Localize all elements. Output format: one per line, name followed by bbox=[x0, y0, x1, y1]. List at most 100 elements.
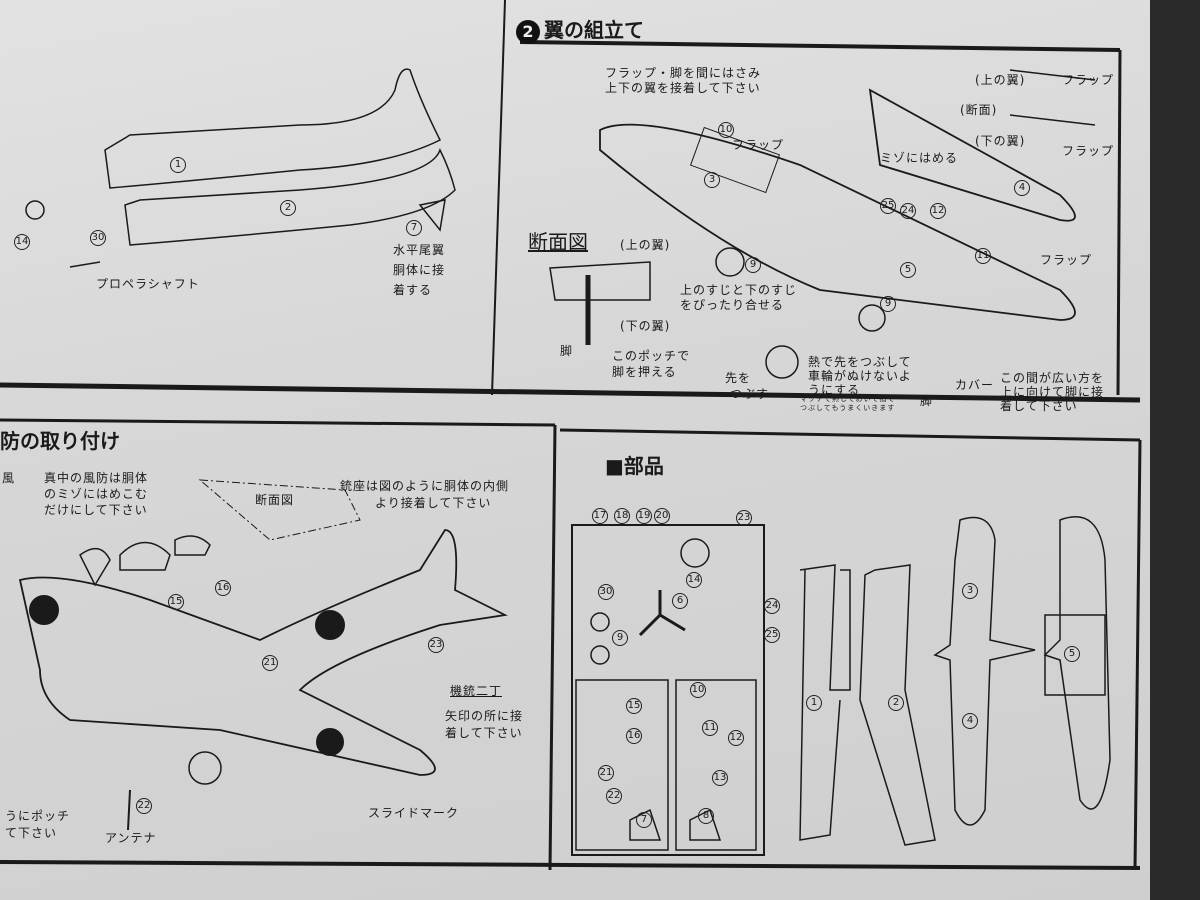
match-note: つぶしてもうまくいきます bbox=[800, 404, 896, 412]
tailplane-label: 水平尾翼 bbox=[393, 243, 446, 257]
leg-label: 脚 bbox=[560, 344, 574, 358]
section-view-title: 断面図 bbox=[528, 230, 588, 254]
part-number: 5 bbox=[1064, 646, 1080, 662]
instruction-sheet bbox=[0, 0, 1150, 900]
canopy-note: のミゾにはめこむ bbox=[44, 487, 149, 501]
part-number: 12 bbox=[728, 730, 744, 746]
step-title: 翼の組立て bbox=[544, 18, 644, 42]
leg-label: 脚 bbox=[920, 394, 934, 408]
part-number: 1 bbox=[806, 695, 822, 711]
part-number: 14 bbox=[14, 234, 30, 250]
tailplane-note: 胴体に接 bbox=[393, 263, 446, 277]
instruction-note: 上下の翼を接着して下さい bbox=[605, 81, 761, 95]
upper-wing-label: (上の翼) bbox=[975, 73, 1026, 87]
part-number: 25 bbox=[764, 627, 780, 643]
flap-label: フラップ bbox=[1062, 144, 1115, 158]
bump-note: て下さい bbox=[5, 826, 58, 840]
part-number: 4 bbox=[1014, 180, 1030, 196]
part-number: 25 bbox=[880, 198, 896, 214]
flap-label: フラップ bbox=[732, 138, 785, 152]
part-number: 2 bbox=[280, 200, 296, 216]
flap-label: フラップ bbox=[1040, 253, 1093, 267]
part-number: 15 bbox=[168, 594, 184, 610]
part-number: 21 bbox=[262, 655, 278, 671]
machine-gun-note: 矢印の所に接 bbox=[445, 709, 524, 723]
part-number: 30 bbox=[90, 230, 106, 246]
step-number-badge: 2 bbox=[516, 20, 540, 44]
align-note: 上のすじと下のすじ bbox=[680, 283, 798, 297]
gun-mount-note: 銃座は図のように胴体の内側 bbox=[340, 479, 510, 493]
flap-label: フラップ bbox=[1062, 73, 1115, 87]
wide-note: 着して下さい bbox=[1000, 399, 1078, 413]
groove-label: ミゾにはめる bbox=[880, 151, 959, 165]
crush-note: 先を bbox=[725, 371, 752, 385]
part-number: 12 bbox=[930, 203, 946, 219]
align-note: をぴったり合せる bbox=[680, 298, 785, 312]
part-number: 24 bbox=[900, 203, 916, 219]
part-number: 14 bbox=[686, 572, 702, 588]
bump-note: 脚を押える bbox=[612, 365, 677, 379]
part-number: 1 bbox=[170, 157, 186, 173]
part-number: 22 bbox=[136, 798, 152, 814]
gun-mount-note: より接着して下さい bbox=[375, 496, 492, 510]
part-number: 11 bbox=[975, 248, 991, 264]
part-number: 11 bbox=[702, 720, 718, 736]
part-number: 18 bbox=[614, 508, 630, 524]
part-number: 15 bbox=[626, 698, 642, 714]
part-number: 20 bbox=[654, 508, 670, 524]
wide-note: 上に向けて脚に接 bbox=[1000, 385, 1105, 399]
part-number: 7 bbox=[636, 812, 652, 828]
fold-divider bbox=[0, 382, 1141, 403]
part-number: 6 bbox=[672, 593, 688, 609]
crush-note: つぶす bbox=[730, 387, 770, 401]
part-number: 7 bbox=[406, 220, 422, 236]
bump-note: このポッチで bbox=[612, 349, 691, 363]
part-number: 19 bbox=[636, 508, 652, 524]
part-number: 2 bbox=[888, 695, 904, 711]
part-number: 23 bbox=[428, 637, 444, 653]
part-number: 24 bbox=[764, 598, 780, 614]
machine-gun-label: 機銃二丁 bbox=[450, 684, 503, 698]
part-number: 3 bbox=[962, 583, 978, 599]
cover-label: カバー bbox=[955, 378, 995, 392]
parts-title: ■部品 bbox=[605, 454, 664, 478]
propeller-shaft-label: プロペラシャフト bbox=[96, 277, 200, 291]
part-number: 13 bbox=[712, 770, 728, 786]
wide-note: この間が広い方を bbox=[1000, 371, 1105, 385]
part-number: 16 bbox=[215, 580, 231, 596]
part-number: 17 bbox=[592, 508, 608, 524]
upper-wing-label: (上の翼) bbox=[620, 238, 671, 252]
section-view-label: 断面図 bbox=[255, 493, 295, 507]
tailplane-note: 着する bbox=[393, 283, 433, 297]
part-number: 23 bbox=[736, 510, 752, 526]
part-number: 22 bbox=[606, 788, 622, 804]
canopy-note: 真中の風防は胴体 bbox=[44, 471, 149, 485]
lower-wing-label: (下の翼) bbox=[620, 319, 671, 333]
decal-label: スライドマーク bbox=[368, 806, 460, 820]
canopy-note: 風 bbox=[2, 471, 16, 485]
part-number: 4 bbox=[962, 713, 978, 729]
part-number: 10 bbox=[718, 122, 734, 138]
instruction-note: フラップ・脚を間にはさみ bbox=[605, 66, 762, 80]
bump-note: うにポッチ bbox=[5, 809, 71, 823]
part-number: 16 bbox=[626, 728, 642, 744]
machine-gun-note: 着して下さい bbox=[445, 726, 523, 740]
heat-note: 車輪がぬけないよ bbox=[808, 369, 912, 383]
part-number: 8 bbox=[698, 808, 714, 824]
section-label: (断面) bbox=[960, 103, 998, 117]
part-number: 9 bbox=[880, 296, 896, 312]
part-number: 9 bbox=[612, 630, 628, 646]
part-number: 3 bbox=[704, 172, 720, 188]
part-number: 5 bbox=[900, 262, 916, 278]
antenna-label: アンテナ bbox=[105, 831, 157, 845]
part-number: 21 bbox=[598, 765, 614, 781]
heat-note: 熱で先をつぶして bbox=[808, 355, 912, 369]
step-3-title: 防の取り付け bbox=[0, 429, 120, 453]
canopy-note: だけにして下さい bbox=[44, 503, 148, 517]
part-number: 10 bbox=[690, 682, 706, 698]
part-number: 30 bbox=[598, 584, 614, 600]
match-note: マッチで熱しておいて指で bbox=[800, 395, 896, 403]
heat-note: うにする bbox=[808, 383, 861, 397]
